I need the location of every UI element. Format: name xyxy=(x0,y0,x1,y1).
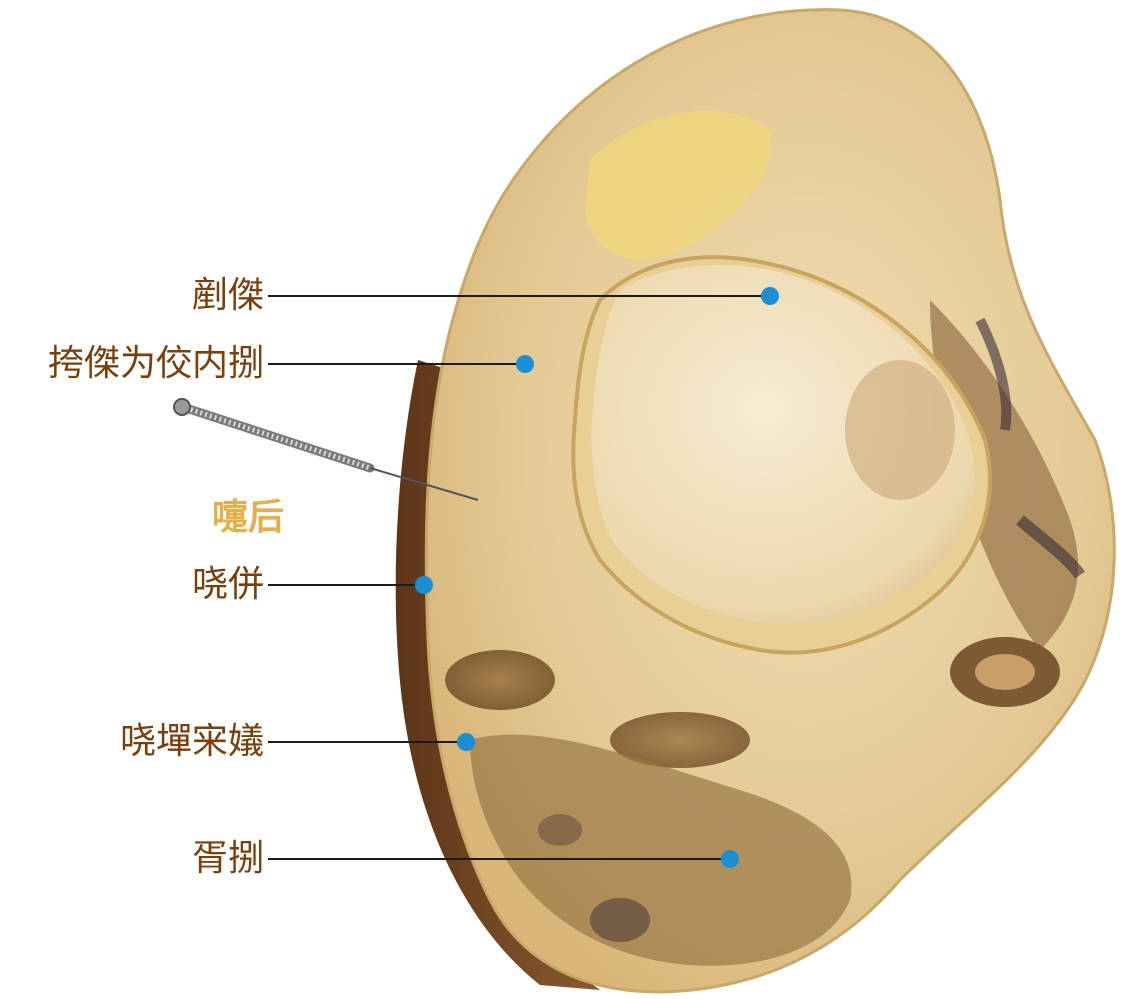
muscle-bundle-2 xyxy=(610,712,750,768)
right-fascia xyxy=(930,300,1079,650)
label-2: 挎傑为佼内捌 xyxy=(47,343,264,384)
muscle-bundle-1 xyxy=(445,650,555,710)
pointer-dot-icon xyxy=(457,733,475,751)
pointer-dot-icon xyxy=(415,576,433,594)
label-4: 哓併 xyxy=(191,564,264,605)
needle-label: 嚏后 xyxy=(212,497,285,538)
skin-rim xyxy=(395,360,600,990)
acupuncture-needle-icon xyxy=(173,398,479,501)
pointer-dot-icon xyxy=(761,287,779,305)
bone-marrow xyxy=(591,265,975,625)
leader-lines xyxy=(268,295,770,860)
pointer-dot-icon xyxy=(516,355,534,373)
muscle-mass xyxy=(470,734,852,966)
label-1: 剷傑 xyxy=(191,275,264,316)
pointer-dot-icon xyxy=(721,850,739,868)
label-5: 哓墠宩嬟 xyxy=(119,721,264,762)
fat-pocket xyxy=(585,110,772,261)
label-6: 胥捌 xyxy=(191,838,264,879)
